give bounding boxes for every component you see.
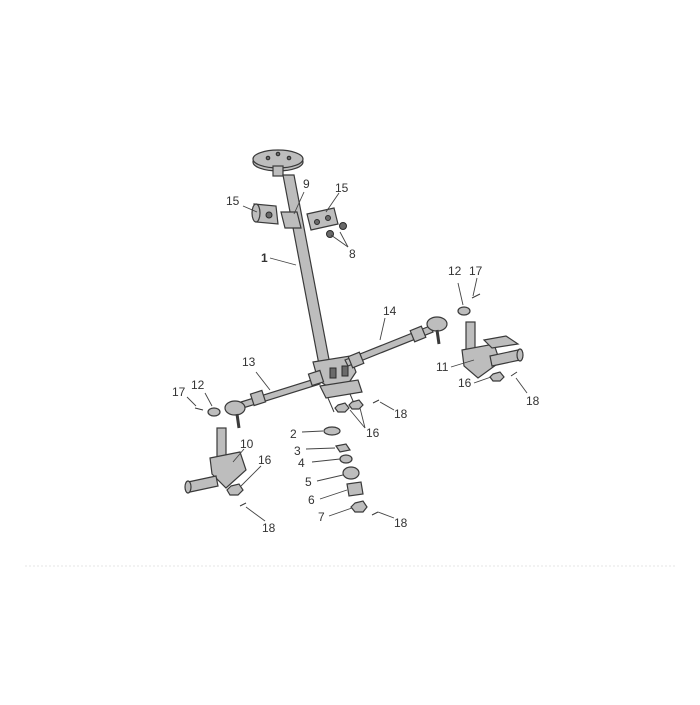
pitman-arm	[312, 355, 363, 413]
callout-18-right: 18	[526, 394, 540, 408]
nut-16-center-a	[334, 402, 350, 413]
spindle-left	[184, 427, 247, 494]
ring-4	[339, 454, 353, 464]
callout-4: 4	[298, 456, 305, 470]
callout-16-right: 16	[458, 376, 472, 390]
callout-6: 6	[308, 493, 315, 507]
callout-12-right: 12	[448, 264, 462, 278]
callout-8: 8	[349, 247, 356, 261]
nut-16-right	[489, 371, 505, 382]
steering-column	[280, 174, 332, 371]
callout-17-left: 17	[172, 385, 186, 399]
castle-nut-right	[457, 306, 471, 316]
spacer-3	[335, 443, 351, 453]
tie-rod-left	[224, 369, 325, 429]
spindle-right	[461, 321, 524, 379]
nut-16-left	[226, 483, 244, 496]
steering-hub	[252, 149, 304, 177]
bushing-5	[342, 466, 360, 480]
nut-8b	[339, 222, 347, 230]
callout-5: 5	[305, 475, 312, 489]
callout-1: 1	[261, 251, 268, 265]
pin-18-left	[239, 502, 247, 507]
callout-11: 11	[436, 360, 449, 374]
tie-rod-right	[344, 316, 448, 369]
washer-2	[323, 426, 341, 436]
callout-16-left: 16	[258, 453, 272, 467]
callout-13: 13	[242, 355, 256, 369]
callout-17-right: 17	[469, 264, 483, 278]
cotter-pin-right	[471, 293, 481, 299]
nut-16-center-b	[348, 399, 364, 410]
column-clamp-left	[251, 203, 279, 225]
castle-nut-left	[207, 407, 221, 417]
callout-18-center: 18	[394, 407, 408, 421]
sleeve-6	[346, 481, 364, 497]
cotter-pin-left	[194, 407, 204, 411]
callout-18-bottom: 18	[394, 516, 408, 530]
leader-lines	[186, 191, 528, 522]
pin-18-center	[372, 399, 380, 404]
callout-16-center: 16	[366, 426, 380, 440]
pin-18-bottom	[371, 511, 379, 516]
callout-10: 10	[240, 437, 254, 451]
callout-2: 2	[290, 427, 297, 441]
callout-14: 14	[383, 304, 397, 318]
pin-18-right	[510, 371, 518, 377]
column-clamp-right	[306, 207, 347, 238]
callout-15-right: 15	[335, 181, 349, 195]
nut-7	[350, 500, 368, 513]
callout-9: 9	[303, 177, 310, 191]
callouts: 1 2 3 4 5 6 7 8 9 10 11 12 12 13 14 15 1…	[172, 177, 540, 535]
callout-12-left: 12	[191, 378, 205, 392]
callout-15-left: 15	[226, 194, 240, 208]
callout-7: 7	[318, 510, 325, 524]
callout-3: 3	[294, 444, 301, 458]
callout-18-left: 18	[262, 521, 276, 535]
